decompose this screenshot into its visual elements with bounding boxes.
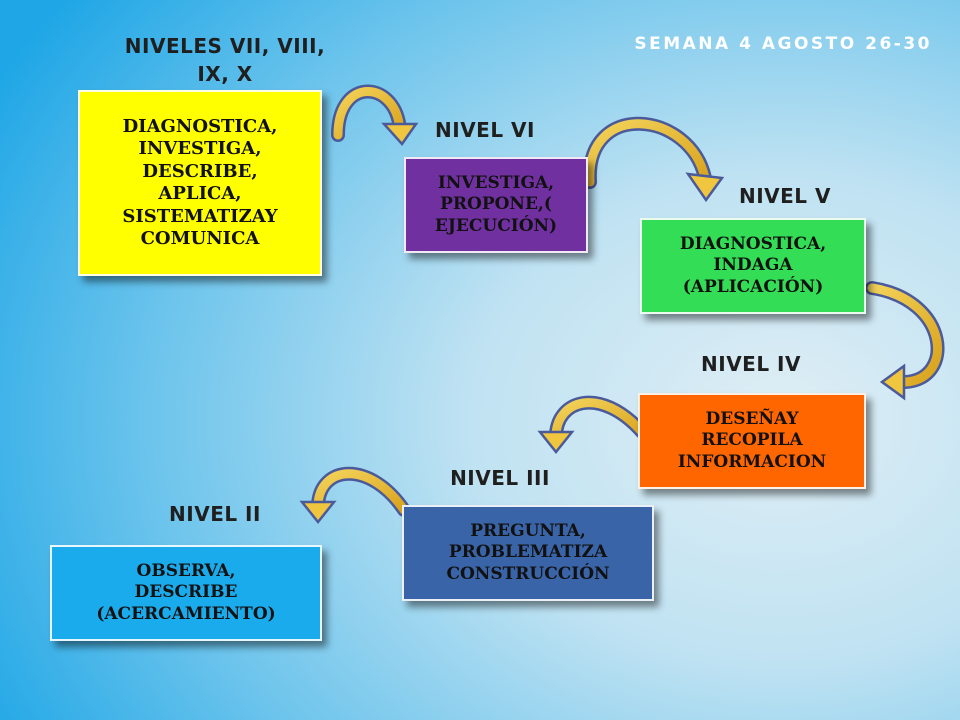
level-text-ii: OBSERVA, DESCRIBE (ACERCAMIENTO) <box>96 561 276 624</box>
level-title-ii: NIVEL II <box>169 502 261 526</box>
level-title-vii-x: NIVELES VII, VIII, IX, X <box>124 34 326 86</box>
level-box-vii-x: DIAGNOSTICA, INVESTIGA, DESCRIBE, APLICA… <box>78 90 322 276</box>
level-title-iv: NIVEL IV <box>701 352 801 376</box>
level-box-ii: OBSERVA, DESCRIBE (ACERCAMIENTO) <box>50 545 322 641</box>
level-text-v: DIAGNOSTICA, INDAGA (APLICACIÓN) <box>679 234 827 297</box>
arrow-vii-to-vi <box>331 84 419 147</box>
level-text-iii: PREGUNTA, PROBLEMATIZA CONSTRUCCIÓN <box>446 521 610 584</box>
arrow-iv-to-iii <box>537 395 649 455</box>
level-text-iv: DESEÑAY RECOPILA INFORMACION <box>677 409 827 472</box>
level-box-iv: DESEÑAY RECOPILA INFORMACION <box>638 393 866 489</box>
arrow-iii-to-ii <box>299 466 411 525</box>
arrow-vi-to-v <box>582 116 725 203</box>
level-box-vi: INVESTIGA, PROPONE,( EJECUCIÓN) <box>404 157 588 253</box>
level-title-iii: NIVEL III <box>450 466 550 490</box>
level-title-vi: NIVEL VI <box>435 118 535 142</box>
level-box-iii: PREGUNTA, PROBLEMATIZA CONSTRUCCIÓN <box>402 505 654 601</box>
level-title-v: NIVEL V <box>738 184 831 208</box>
level-text-vi: INVESTIGA, PROPONE,( EJECUCIÓN) <box>434 173 558 236</box>
week-label: SEMANA 4 AGOSTO 26-30 <box>634 34 932 54</box>
level-box-v: DIAGNOSTICA, INDAGA (APLICACIÓN) <box>640 218 866 314</box>
level-text-vii-x: DIAGNOSTICA, INVESTIGA, DESCRIBE, APLICA… <box>122 115 278 250</box>
arrow-v-to-iv <box>865 281 945 401</box>
